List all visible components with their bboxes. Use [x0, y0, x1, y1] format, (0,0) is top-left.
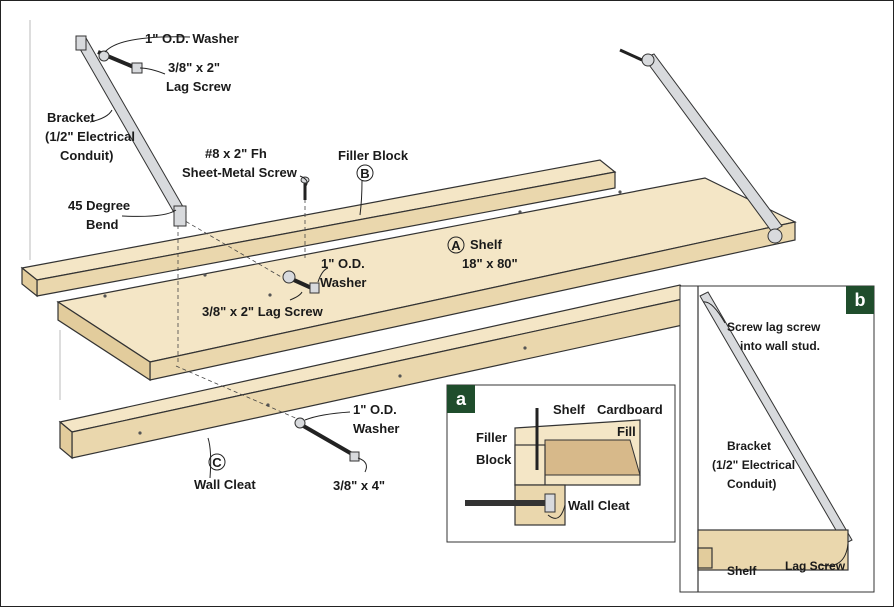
- label-shelf: Shelf: [470, 237, 502, 252]
- inset-a-badge: [447, 385, 475, 413]
- inset-a-cardboard: Cardboard: [597, 402, 663, 417]
- label-wall-cleat: Wall Cleat: [194, 477, 256, 492]
- label-letter-b: B: [360, 166, 369, 181]
- inset-a-shelf: Shelf: [553, 402, 585, 417]
- wall-cleat: [58, 284, 694, 460]
- label-bracket-conduit: Conduit): [60, 148, 113, 163]
- wall-hint-lines: [29, 20, 61, 400]
- inset-b-bracket-conduit: Conduit): [727, 477, 776, 491]
- label-washer-mid: Washer: [320, 275, 366, 290]
- inset-b-stud: into wall stud.: [740, 339, 820, 353]
- label-sheet-screw-size: #8 x 2" Fh: [205, 146, 267, 161]
- label-sheet-screw-name: Sheet-Metal Screw: [182, 165, 298, 180]
- label-letter-a: A: [451, 238, 461, 253]
- inset-b-lag-screw: Lag Screw: [785, 559, 846, 573]
- inset-b: [679, 285, 875, 593]
- inset-a-badge-text: a: [456, 389, 467, 409]
- right-bracket: [619, 48, 783, 244]
- label-lag-low: 3/8" x 4": [333, 478, 385, 493]
- shelf-board: [56, 177, 797, 382]
- inset-b-badge-text: b: [855, 290, 866, 310]
- label-shelf-size: 18" x 80": [462, 256, 518, 271]
- inset-a-wall-cleat: Wall Cleat: [568, 498, 630, 513]
- label-lag-top-size: 3/8" x 2": [168, 60, 220, 75]
- label-bracket-material: (1/2" Electrical: [45, 129, 135, 144]
- lower-lag-screw: [294, 417, 360, 462]
- inset-b-screw: Screw lag screw: [727, 320, 821, 334]
- inset-b-shelf: Shelf: [727, 564, 757, 578]
- inset-a: [446, 384, 676, 543]
- label-bracket: Bracket: [47, 110, 95, 125]
- inset-a-fill: Fill: [617, 424, 636, 439]
- middle-lag-screw: [282, 270, 320, 294]
- label-washer-mid-size: 1" O.D.: [321, 256, 365, 271]
- inset-a-filler: Filler: [476, 430, 507, 445]
- left-bracket: [75, 35, 187, 227]
- assembly-guide-lines: [175, 192, 306, 421]
- top-lag-screw: [97, 50, 143, 74]
- filler-block: [20, 159, 617, 298]
- inset-b-bracket-material: (1/2" Electrical: [712, 458, 795, 472]
- label-bend-angle: 45 Degree: [68, 198, 130, 213]
- leader-lines: [89, 36, 367, 479]
- label-letter-c: C: [212, 455, 222, 470]
- label-washer-low-size: 1" O.D.: [353, 402, 397, 417]
- label-washer-low: Washer: [353, 421, 399, 436]
- label-lag-mid: 3/8" x 2" Lag Screw: [202, 304, 324, 319]
- inset-b-badge: [846, 286, 874, 314]
- label-filler-block: Filler Block: [338, 148, 409, 163]
- label-washer-top: 1" O.D. Washer: [145, 31, 239, 46]
- inset-a-block: Block: [476, 452, 512, 467]
- label-lag-top-name: Lag Screw: [166, 79, 232, 94]
- inset-b-bracket: Bracket: [727, 439, 771, 453]
- part-letters: [208, 164, 465, 471]
- label-bend: Bend: [86, 217, 119, 232]
